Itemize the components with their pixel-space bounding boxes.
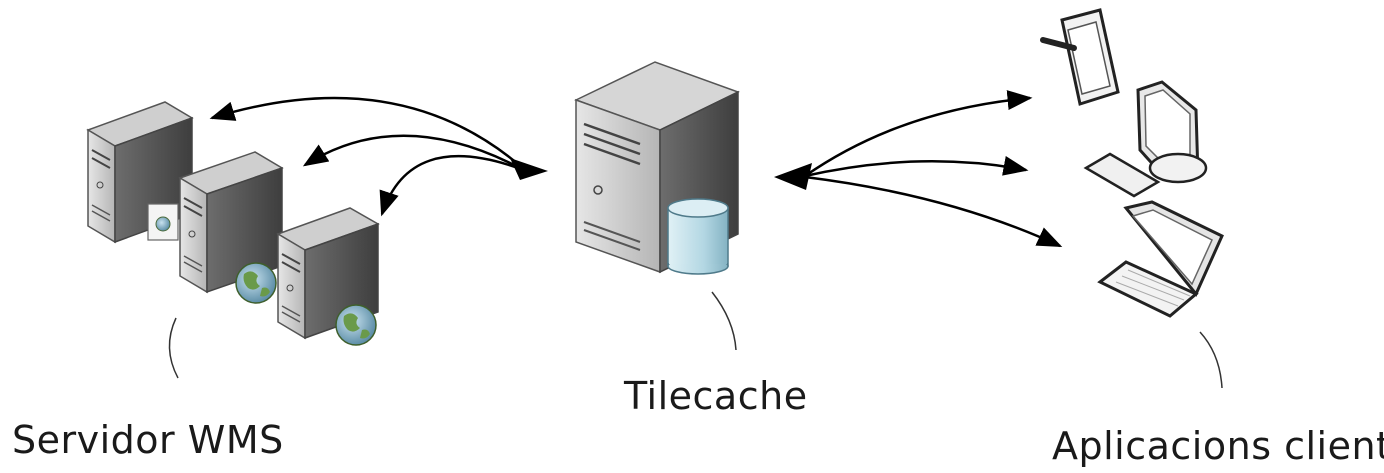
document-icon xyxy=(147,203,179,241)
tilecache-callout-line xyxy=(711,291,737,351)
clients-inbound-arrowhead xyxy=(774,163,812,190)
wms-request-arrows xyxy=(209,96,526,217)
clients-callout-line xyxy=(1199,331,1223,389)
wms-server-label: Servidor WMS xyxy=(12,418,284,462)
tilecache-label: Tilecache xyxy=(624,374,808,418)
wms-server-middle-icon xyxy=(178,151,284,294)
keyboard-icon xyxy=(1083,152,1161,198)
client-request-arrows xyxy=(804,90,1063,248)
tablet-icon xyxy=(1040,8,1120,106)
client-applications-label: Aplicacions client xyxy=(1052,424,1384,468)
globe-icon xyxy=(335,304,377,346)
globe-icon xyxy=(235,262,277,304)
database-icon xyxy=(667,198,729,275)
laptop-icon xyxy=(1097,200,1224,318)
wms-callout-line xyxy=(168,317,179,379)
tilecache-inbound-arrowhead xyxy=(510,158,548,180)
monitor-icon xyxy=(1136,80,1208,184)
